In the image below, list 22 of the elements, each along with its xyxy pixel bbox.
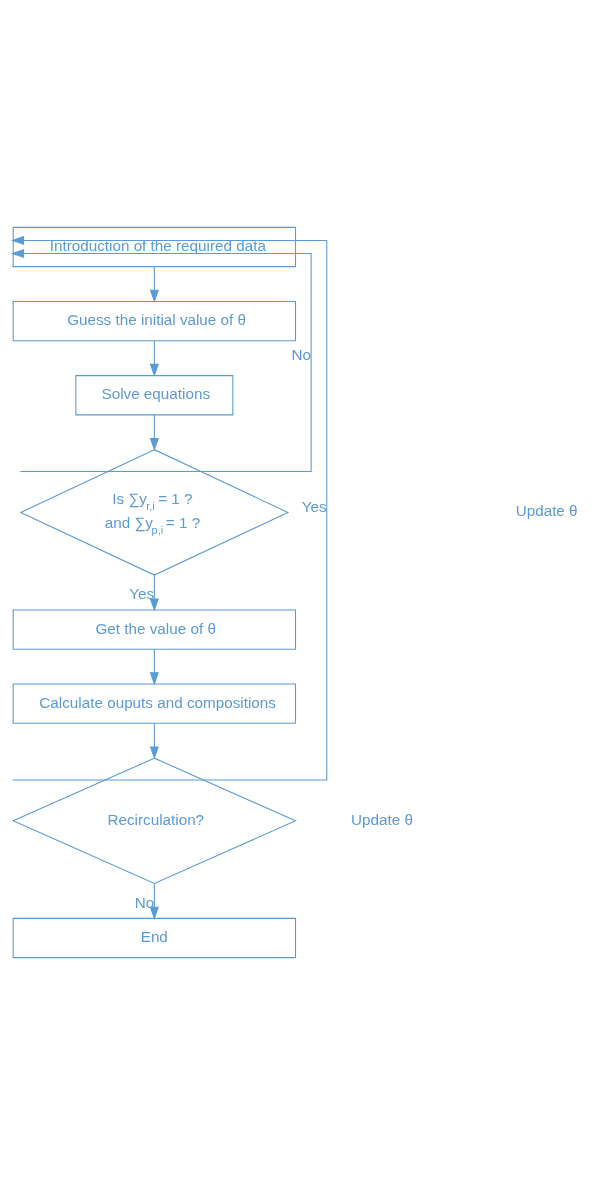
arrow bbox=[149, 723, 159, 760]
arrow bbox=[149, 266, 159, 303]
arrow bbox=[149, 574, 159, 612]
node-box: End bbox=[12, 917, 297, 959]
edge-label: No bbox=[134, 893, 155, 911]
label: Update θ bbox=[351, 810, 413, 828]
node-box: Guess the initial value of θ bbox=[12, 300, 297, 342]
arrow bbox=[149, 648, 159, 686]
node-box: Solve equations bbox=[75, 375, 234, 416]
arrow bbox=[149, 340, 159, 377]
edge-label: Yes bbox=[301, 497, 327, 515]
arrow bbox=[149, 883, 159, 920]
edge-label: Yes bbox=[129, 585, 155, 603]
edge-label: No bbox=[291, 346, 311, 364]
label: Update θ bbox=[515, 502, 578, 520]
arrow bbox=[11, 235, 328, 781]
node-box: Calculate ouputs and compositions bbox=[12, 683, 297, 724]
node-box: Get the value of θ bbox=[12, 609, 297, 650]
node-diamond: Is ∑y$_{r,i}$ = 1 ? and ∑y$_{p,i}$ = 1 ? bbox=[19, 449, 290, 576]
arrow bbox=[149, 414, 159, 452]
arrow bbox=[11, 248, 312, 473]
node-diamond: Recirculation? bbox=[11, 757, 297, 885]
